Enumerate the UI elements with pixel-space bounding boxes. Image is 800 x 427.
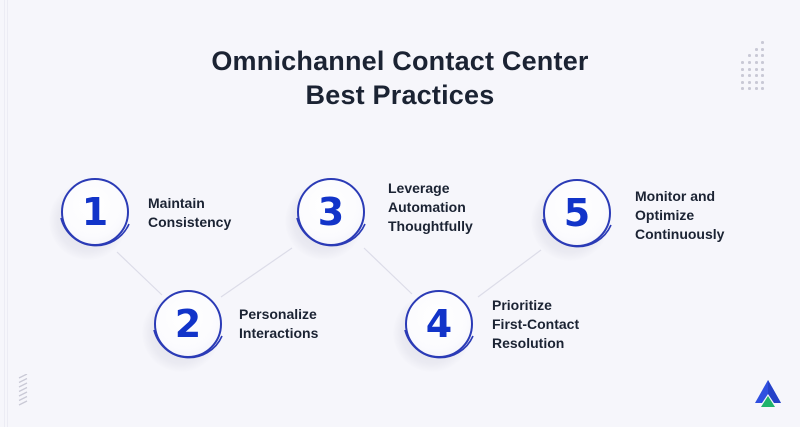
step-number: 2 — [174, 302, 202, 346]
step-4-label: Prioritize First-Contact Resolution — [492, 297, 580, 351]
step-2-badge: 2 — [142, 286, 230, 372]
step-5-label: Monitor and Optimize Continuously — [635, 188, 725, 242]
step-number: 3 — [317, 190, 345, 234]
brand-logo-icon — [755, 380, 781, 407]
step-2-label: Personalize Interactions — [239, 306, 319, 341]
dot-grid-icon — [740, 40, 770, 90]
step-5-badge: 5 — [531, 175, 619, 261]
title-line-2: Best Practices — [305, 80, 495, 110]
step-4-badge: 4 — [393, 286, 481, 372]
step-number: 4 — [425, 302, 453, 346]
step-1-badge: 1 — [49, 174, 137, 260]
step-3-label: Leverage Automation Thoughtfully — [388, 180, 473, 234]
step-3-badge: 3 — [285, 174, 373, 260]
step-1-label: Maintain Consistency — [148, 195, 232, 230]
title-line-1: Omnichannel Contact Center — [211, 46, 589, 76]
frame-line-left-inner — [7, 0, 8, 427]
step-number: 5 — [563, 191, 591, 235]
step-number: 1 — [81, 190, 109, 234]
page-title: Omnichannel Contact Center Best Practice… — [0, 44, 800, 112]
frame-line-left — [4, 0, 5, 427]
stripes-icon — [18, 374, 28, 406]
